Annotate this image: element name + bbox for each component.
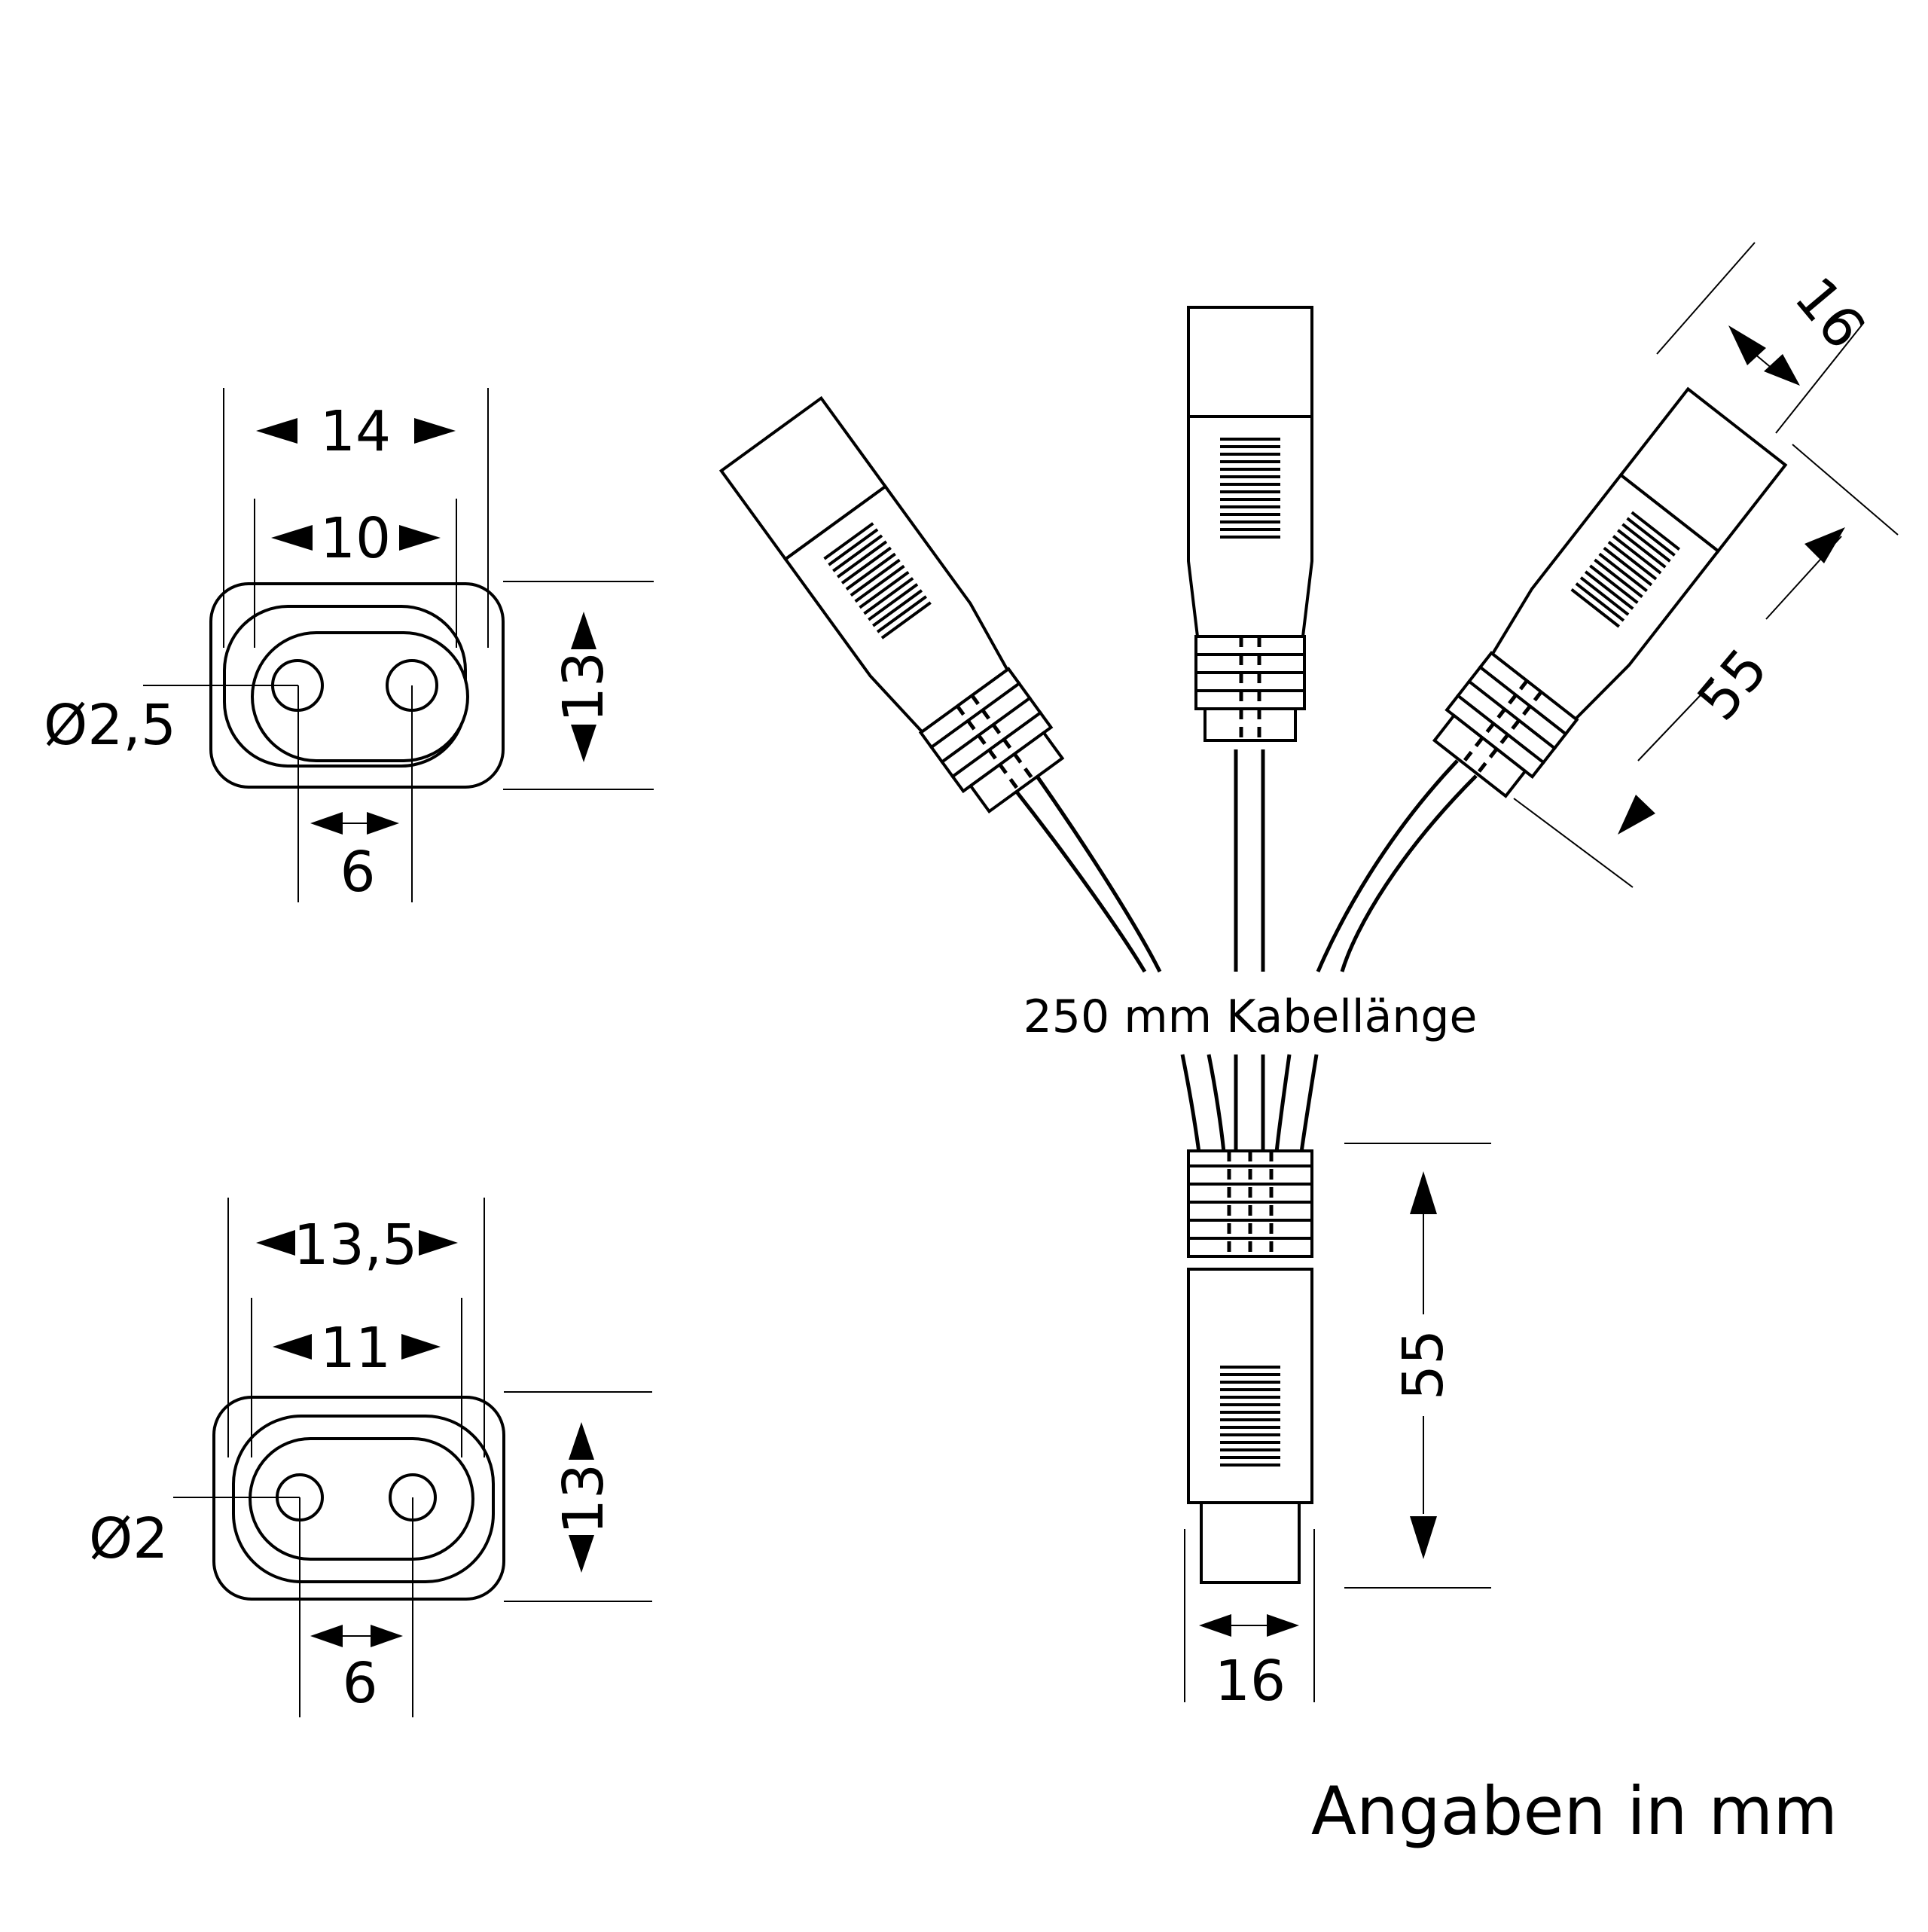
plug-left (718, 395, 1065, 814)
socket-bottom-pin-diameter-label: Ø2 (89, 1506, 168, 1571)
socket-bottom-drawing: 13,5 11 13 Ø2 6 (89, 1198, 652, 1717)
plug-bottom (1187, 1149, 1313, 1584)
socket-top-pin-spacing-label: 6 (340, 840, 375, 905)
cable-right-outer (1316, 759, 1459, 972)
socket-top-drawing: 14 10 13 Ø2,5 6 (44, 388, 654, 905)
bottom-plug-width-label: 16 (1215, 1649, 1286, 1714)
right-plug-width-label: 16 (1782, 265, 1877, 361)
units-note: Angaben in mm (1311, 1772, 1838, 1850)
cable-length-label: 250 mm Kabellänge (1023, 990, 1478, 1043)
socket-bottom-outer-width-label: 13,5 (294, 1213, 418, 1277)
socket-bottom-pin-spacing-label: 6 (342, 1651, 377, 1716)
bottom-plug-dimensions: 55 16 (1184, 1143, 1491, 1714)
socket-bottom-inner-width-label: 11 (320, 1316, 391, 1381)
socket-top-outer-width-label: 14 (320, 399, 391, 464)
socket-top-inner-width-label: 10 (320, 506, 391, 571)
bottom-plug-length-label: 55 (1391, 1329, 1456, 1400)
socket-top-height-label: 13 (551, 652, 616, 722)
splitter-cable-drawing: 250 mm Kabellänge 16 55 55 (718, 242, 1899, 1714)
socket-bottom-inner-outline (249, 1437, 474, 1561)
socket-top-pin-diameter-label: Ø2,5 (44, 693, 176, 758)
socket-bottom-height-label: 13 (551, 1463, 616, 1534)
right-plug-length-label: 55 (1685, 636, 1780, 732)
cable-left-outer (1032, 771, 1162, 973)
plug-middle (1187, 306, 1313, 742)
plug-right (1432, 386, 1788, 798)
